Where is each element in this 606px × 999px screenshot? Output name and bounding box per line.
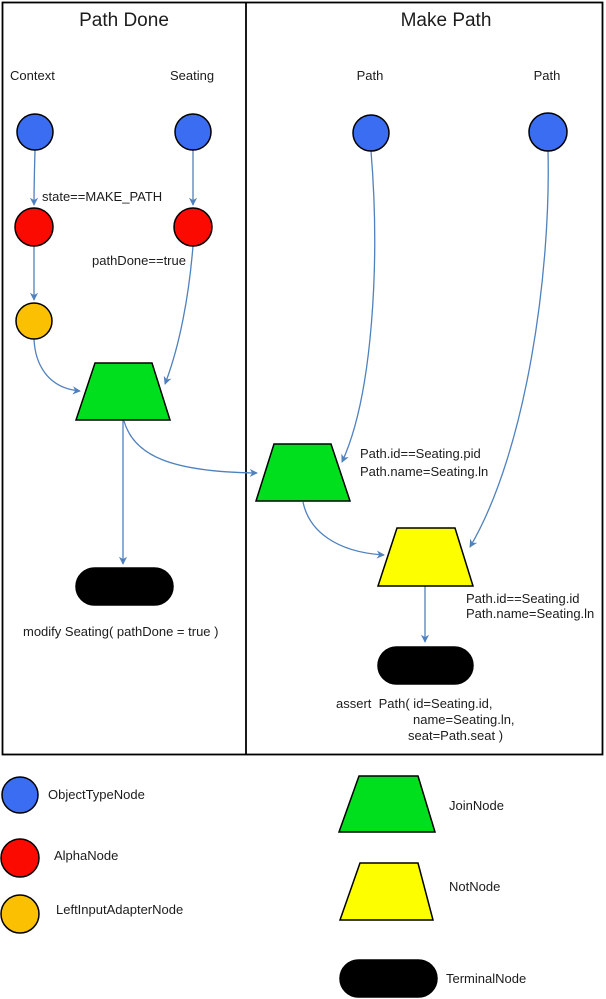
object-type-node-path-1 — [352, 114, 390, 152]
edge-path1-to-joinnode — [341, 150, 376, 463]
terminal-node-path-done — [75, 567, 174, 606]
left-input-adapter-node — [15, 302, 53, 340]
join-node-path-done — [74, 362, 172, 421]
legend-left-input-adapter-node-label: LeftInputAdapterNode — [56, 902, 183, 917]
legend-join-node-label: JoinNode — [449, 798, 504, 813]
terminal-action-line-3: seat=Path.seat ) — [408, 728, 503, 743]
legend-terminal-node-icon — [339, 959, 438, 998]
terminal-action-line-1: assert Path( id=Seating.id, — [336, 696, 492, 711]
legend-join-node-icon — [337, 775, 437, 833]
alpha-condition-context: state==MAKE_PATH — [42, 189, 162, 204]
right-panel-title: Make Path — [401, 10, 492, 31]
left-panel-title: Path Done — [79, 10, 169, 31]
legend-alpha-node-icon — [0, 838, 40, 878]
legend: ObjectTypeNode AlphaNode LeftInputAdapte… — [0, 775, 526, 998]
legend-not-node-icon — [338, 862, 434, 921]
join-node-make-path — [254, 443, 352, 502]
object-type-node-path-2 — [528, 112, 568, 152]
terminal-node-make-path — [377, 646, 474, 685]
left-panel-path-done: Path Done Context Seating state==MAKE_PA… — [10, 10, 258, 639]
edge-alphanode-seating-to-joinnode — [163, 245, 194, 385]
edge-leftinputadapter-to-joinnode — [33, 338, 81, 395]
edge-joinnode-to-makepath-joinnode — [123, 420, 258, 478]
not-condition-line-1: Path.id==Seating.id — [466, 591, 579, 606]
alpha-condition-seating: pathDone==true — [92, 253, 186, 268]
join-condition-line-2: Path.name=Seating.ln — [360, 464, 488, 479]
object-type-label-path-1: Path — [357, 68, 384, 83]
alpha-node-context — [14, 207, 54, 247]
diagram-border — [1, 1, 604, 756]
legend-object-type-node-label: ObjectTypeNode — [48, 787, 145, 802]
right-panel-make-path: Make Path Path Path Path.id==Seating.pid… — [254, 10, 594, 743]
terminal-action-line-2: name=Seating.ln, — [413, 712, 515, 727]
edge-path2-to-notnode — [469, 150, 549, 548]
join-condition-line-1: Path.id==Seating.pid — [360, 446, 481, 461]
object-type-label-context: Context — [10, 68, 55, 83]
legend-object-type-node-icon — [1, 776, 39, 814]
object-type-label-path-2: Path — [534, 68, 561, 83]
object-type-node-seating — [174, 113, 212, 151]
object-type-label-seating: Seating — [170, 68, 214, 83]
edge-joinnode-to-notnode — [302, 501, 385, 559]
object-type-node-context — [16, 113, 54, 151]
legend-terminal-node-label: TerminalNode — [446, 971, 526, 986]
alpha-node-seating — [173, 207, 213, 247]
not-condition-line-2: Path.name=Seating.ln — [466, 606, 594, 621]
edge-context-to-alphanode — [29, 149, 39, 206]
legend-alpha-node-label: AlphaNode — [54, 848, 118, 863]
legend-not-node-label: NotNode — [449, 879, 500, 894]
not-node-make-path — [376, 527, 475, 587]
terminal-action-path-done: modify Seating( pathDone = true ) — [23, 624, 218, 639]
legend-left-input-adapter-node-icon — [0, 894, 40, 934]
